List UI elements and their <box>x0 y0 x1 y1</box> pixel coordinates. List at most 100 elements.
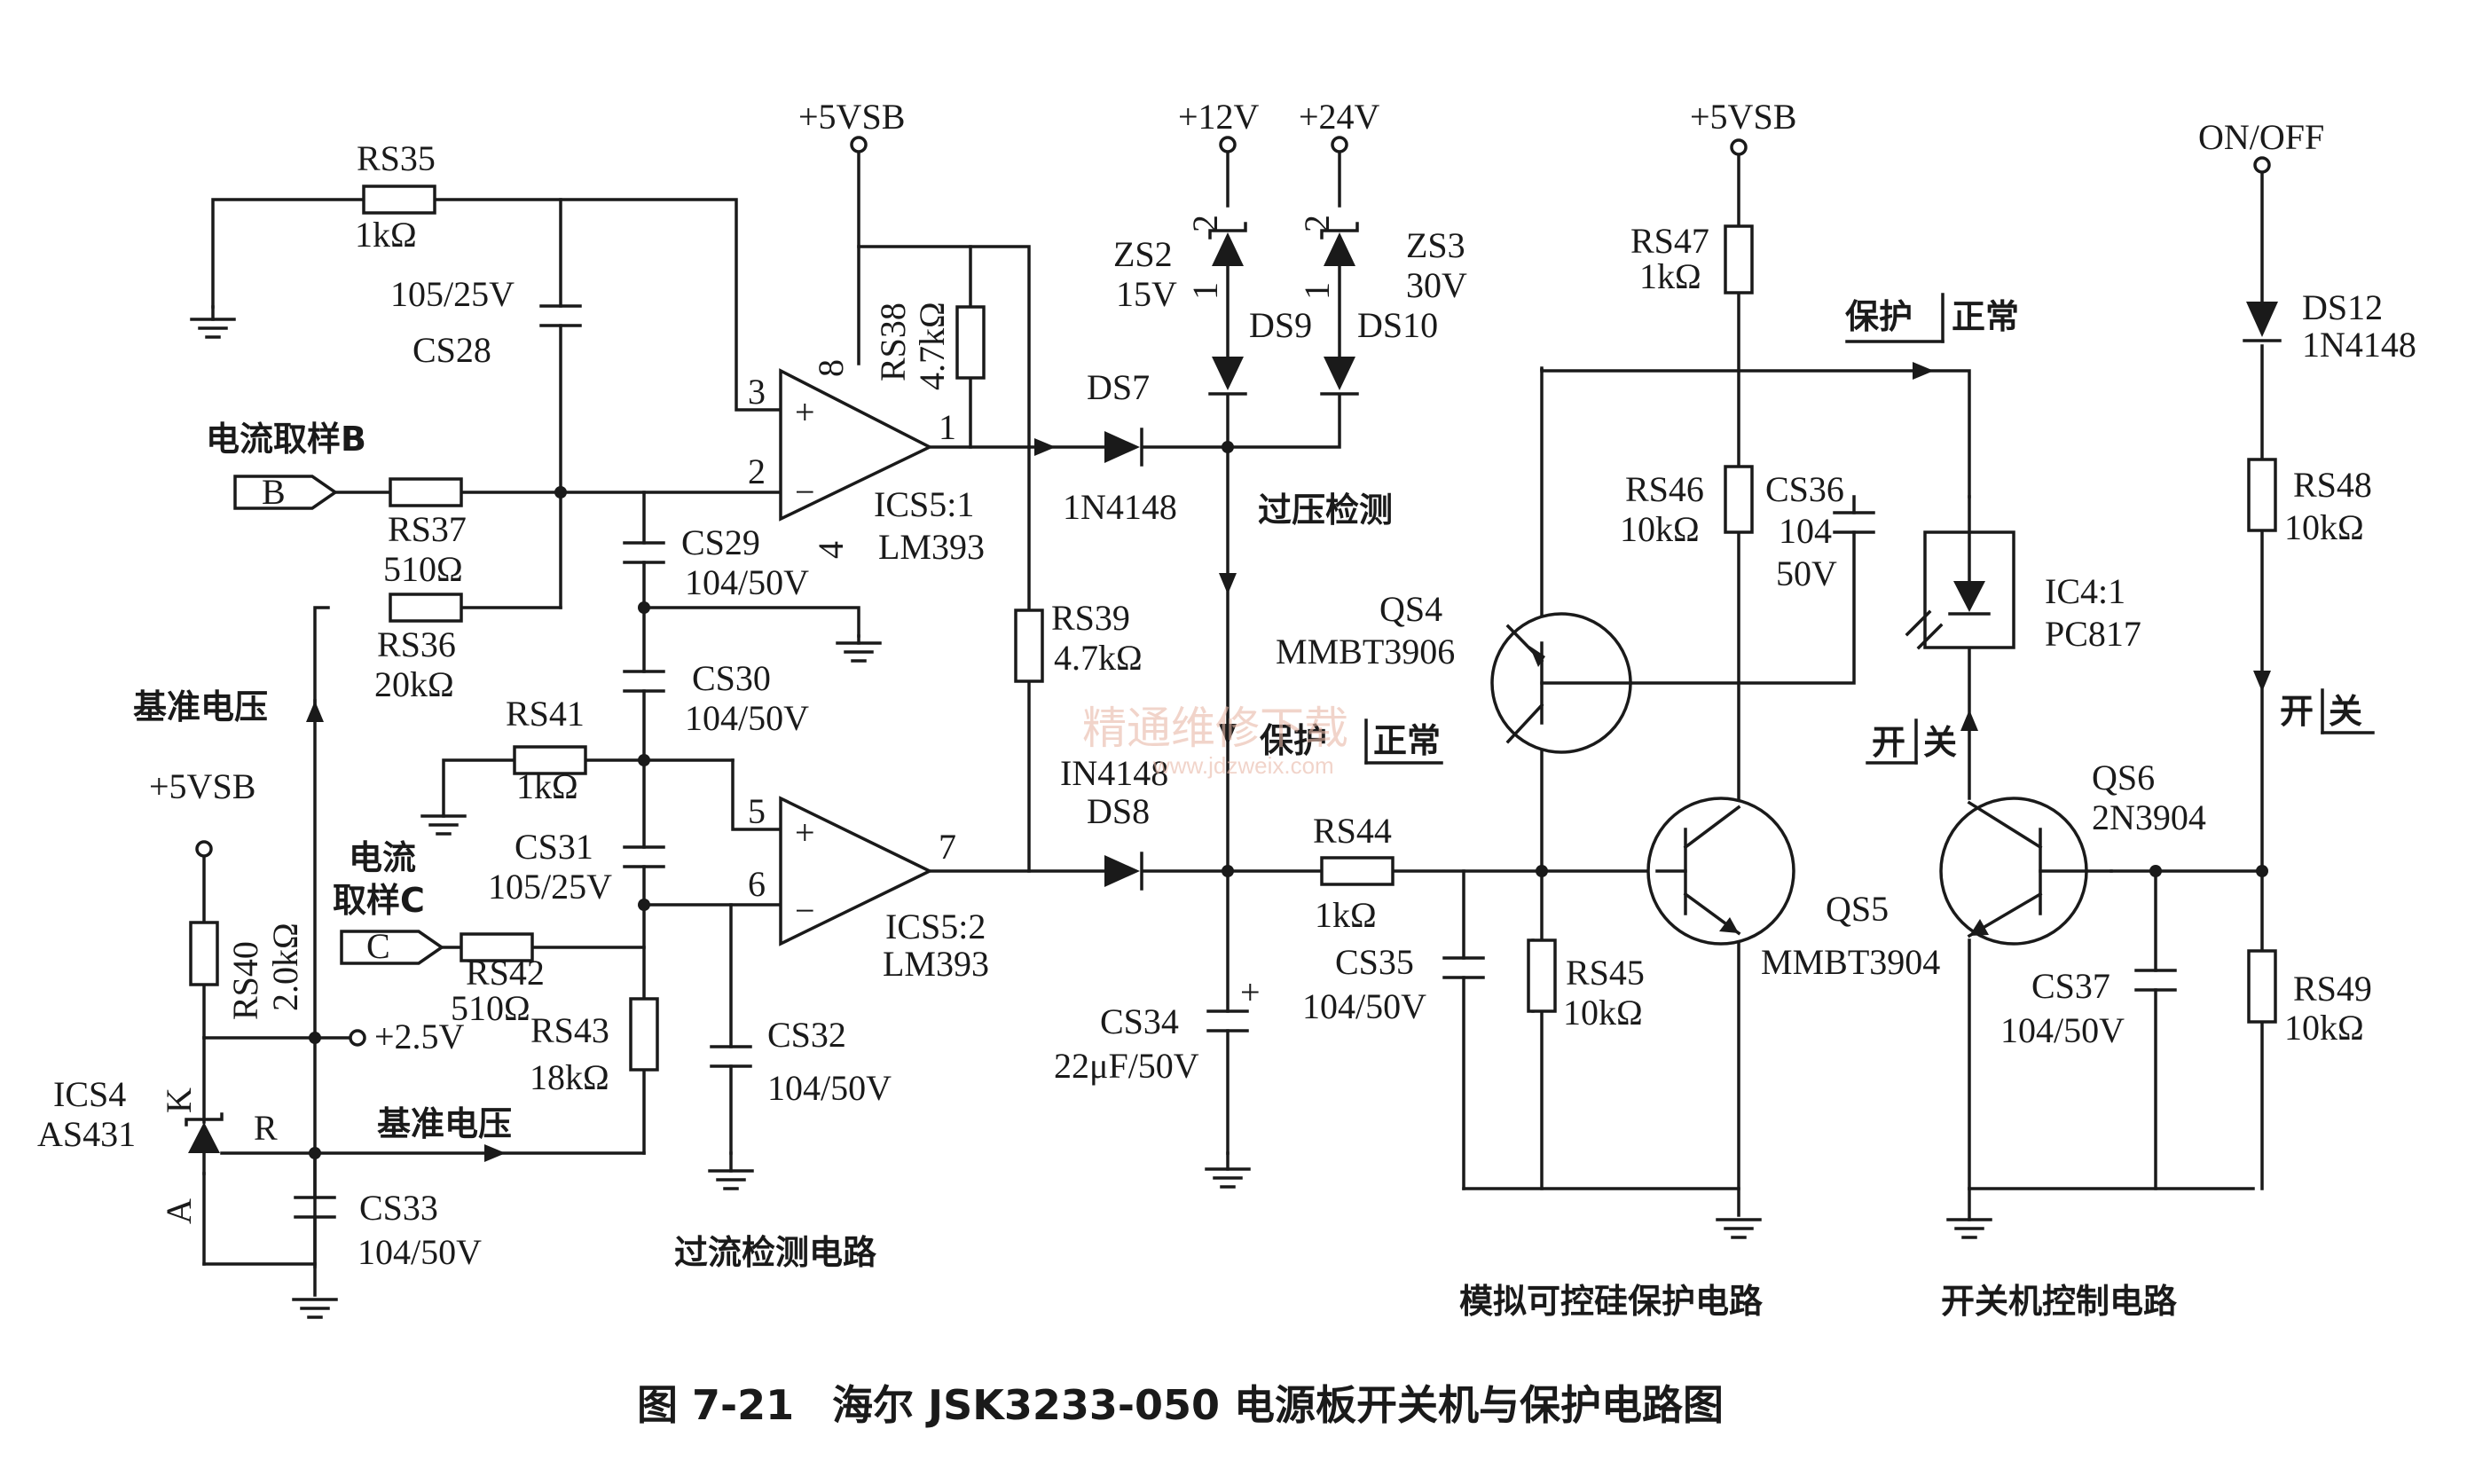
label-cs30: CS30 <box>692 658 771 698</box>
pin-8: 8 <box>811 359 851 377</box>
value-cs37: 104/50V <box>2000 1010 2125 1050</box>
figure-title: 海尔 JSK3233-050 电源板开关机与保护电路图 <box>832 1381 1724 1429</box>
signal-cur-b: 电流取样B <box>206 420 366 459</box>
label-zs2: ZS2 <box>1113 234 1173 274</box>
resistor-rs35 <box>362 185 436 215</box>
comparator-ics5-2 <box>779 796 933 946</box>
signal-cur-c1: 电流 <box>349 838 416 877</box>
pin-zs3-1: 1 <box>1297 282 1337 300</box>
label-cs28: CS28 <box>412 330 491 370</box>
value-ics4: AS431 <box>37 1114 136 1154</box>
label-cs36: CS36 <box>1765 469 1844 509</box>
label-ds10: DS10 <box>1357 305 1438 345</box>
label-rs49: RS49 <box>2293 969 2372 1009</box>
resistor-rs41 <box>513 745 587 775</box>
capacitors <box>294 304 2177 1219</box>
label-cs34: CS34 <box>1100 1001 1179 1041</box>
label-rs48: RS48 <box>2293 465 2372 505</box>
figure-number: 图 7-21 <box>637 1381 794 1429</box>
section-scr: 模拟可控硅保护电路 <box>1459 1282 1764 1321</box>
value-ds12: 1N4148 <box>2302 325 2416 365</box>
watermark: 精通维修下载 www.jdzweix.com <box>1082 703 1348 779</box>
value-cs29: 104/50V <box>685 562 809 602</box>
figure-caption: 图 7-21 海尔 JSK3233-050 电源板开关机与保护电路图 <box>637 1381 1724 1429</box>
signal-ovp: 过压检测 <box>1258 491 1393 530</box>
plus-1: + <box>795 392 815 432</box>
pin-3: 3 <box>748 372 766 412</box>
label-ic4: IC4:1 <box>2045 571 2125 611</box>
value-rs47: 1kΩ <box>1639 256 1701 296</box>
value-cs34: 22μF/50V <box>1054 1046 1199 1086</box>
minus-2: − <box>795 891 815 930</box>
power-v25: +2.5V <box>374 1017 465 1056</box>
value-ic4: PC817 <box>2045 614 2141 654</box>
label-rs45: RS45 <box>1566 953 1645 993</box>
connector-c <box>340 930 445 965</box>
value-cs36-a: 104 <box>1779 511 1832 551</box>
value-rs39: 4.7kΩ <box>1054 638 1143 678</box>
label-rs43: RS43 <box>530 1010 609 1050</box>
power-vsb1: +5VSB <box>149 766 255 806</box>
value-zs3: 30V <box>1406 265 1467 305</box>
value-ics5-2: LM393 <box>883 944 989 984</box>
pin-zs2-1: 1 <box>1185 282 1225 300</box>
value-rs46: 10kΩ <box>1620 509 1700 549</box>
connectors <box>233 475 445 965</box>
value-rs41: 1kΩ <box>516 766 578 806</box>
value-rs49: 10kΩ <box>2284 1008 2364 1048</box>
label-ds9: DS9 <box>1249 305 1312 345</box>
pin-a: A <box>159 1198 199 1224</box>
resistor-rs46 <box>1724 465 1754 534</box>
label-qs5: QS5 <box>1826 889 1889 929</box>
signal-arrows <box>306 362 2271 1162</box>
value-rs36: 20kΩ <box>374 664 454 704</box>
label-ics4: ICS4 <box>53 1074 126 1114</box>
resistor-rs43 <box>629 997 659 1072</box>
value-zs2: 15V <box>1116 274 1177 314</box>
resistor-rs37 <box>389 477 463 507</box>
power-onoff: ON/OFF <box>2198 117 2324 157</box>
signal-ref1: 基准电压 <box>133 687 268 726</box>
signal-prot1: 保护 <box>1260 721 1327 760</box>
label-cs31: CS31 <box>515 827 593 867</box>
pin-1: 1 <box>939 407 956 447</box>
label-rs44: RS44 <box>1313 811 1392 851</box>
ground-symbols <box>190 305 1992 1319</box>
value-qs6: 2N3904 <box>2092 797 2206 837</box>
value-cs36-b: 50V <box>1776 554 1837 593</box>
signal-sw1b: 关 <box>1923 723 1957 762</box>
value-rs42: 510Ω <box>451 988 530 1028</box>
resistor-rs47 <box>1724 224 1754 294</box>
label-cs35: CS35 <box>1335 942 1414 982</box>
resistor-rs40 <box>189 921 219 986</box>
label-rs47: RS47 <box>1630 221 1709 261</box>
label-rs40: RS40 <box>225 941 265 1020</box>
pin-7: 7 <box>939 827 956 867</box>
resistor-rs44 <box>1320 856 1395 886</box>
resistor-rs38 <box>955 305 986 380</box>
label-rs36: RS36 <box>377 624 456 664</box>
value-qs5: MMBT3904 <box>1761 942 1940 982</box>
diodes <box>185 222 2282 1175</box>
label-ics5-1: ICS5:1 <box>874 484 974 524</box>
value-cs35: 104/50V <box>1302 986 1426 1026</box>
comparators <box>779 368 933 946</box>
value-qs4: MMBT3906 <box>1276 632 1455 671</box>
label-cs32: CS32 <box>767 1015 846 1055</box>
label-qs6: QS6 <box>2092 758 2155 797</box>
label-rs39: RS39 <box>1051 598 1130 638</box>
label-ds8: DS8 <box>1087 791 1150 831</box>
resistors <box>189 185 2277 1072</box>
value-ds7: 1N4148 <box>1063 487 1177 527</box>
label-rs37: RS37 <box>388 509 467 549</box>
pin-r: R <box>254 1108 278 1148</box>
pin-zs3-2: 2 <box>1297 215 1337 232</box>
label-rs35: RS35 <box>357 138 436 178</box>
label-ds7: DS7 <box>1087 367 1150 407</box>
comparator-ics5-1 <box>779 368 933 522</box>
pin-k: K <box>159 1087 199 1113</box>
signal-sw1a: 开 <box>1872 723 1905 762</box>
signal-cur-c2: 取样C <box>333 881 425 920</box>
transistors <box>1490 612 2113 946</box>
